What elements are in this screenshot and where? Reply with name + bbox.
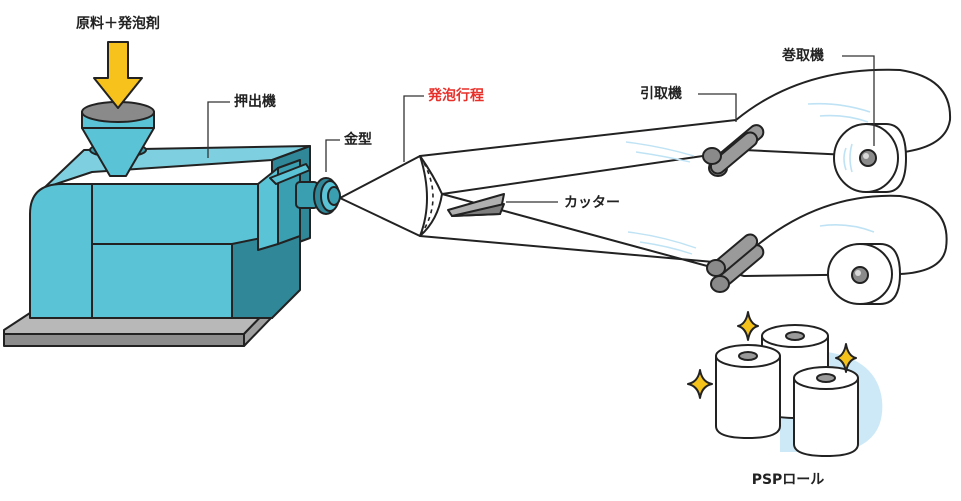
psp-roll-product [715,324,883,457]
foaming-cone [339,155,434,237]
winder-roll-lower [827,243,901,305]
label-die: 金型 [343,131,372,148]
input-arrow-icon [93,41,143,109]
hopper [81,101,155,177]
film-lower [419,193,948,277]
label-winder: 巻取機 [782,47,824,64]
puller-lower [706,233,765,293]
label-extruder: 押出機 [234,93,276,110]
winder-roll-upper [833,123,907,193]
label-product: PSPロール [752,472,825,488]
label-foaming: 発泡行程 [427,87,484,104]
label-puller: 引取機 [640,85,682,102]
cutter [447,193,505,217]
sparkle-icon [687,311,857,399]
machine-front [29,183,273,319]
puller-upper [702,124,765,177]
label-cutter: カッター [564,195,620,211]
extruder-machine [3,101,341,347]
die [313,177,341,215]
label-materials: 原料＋発泡剤 [76,15,160,32]
